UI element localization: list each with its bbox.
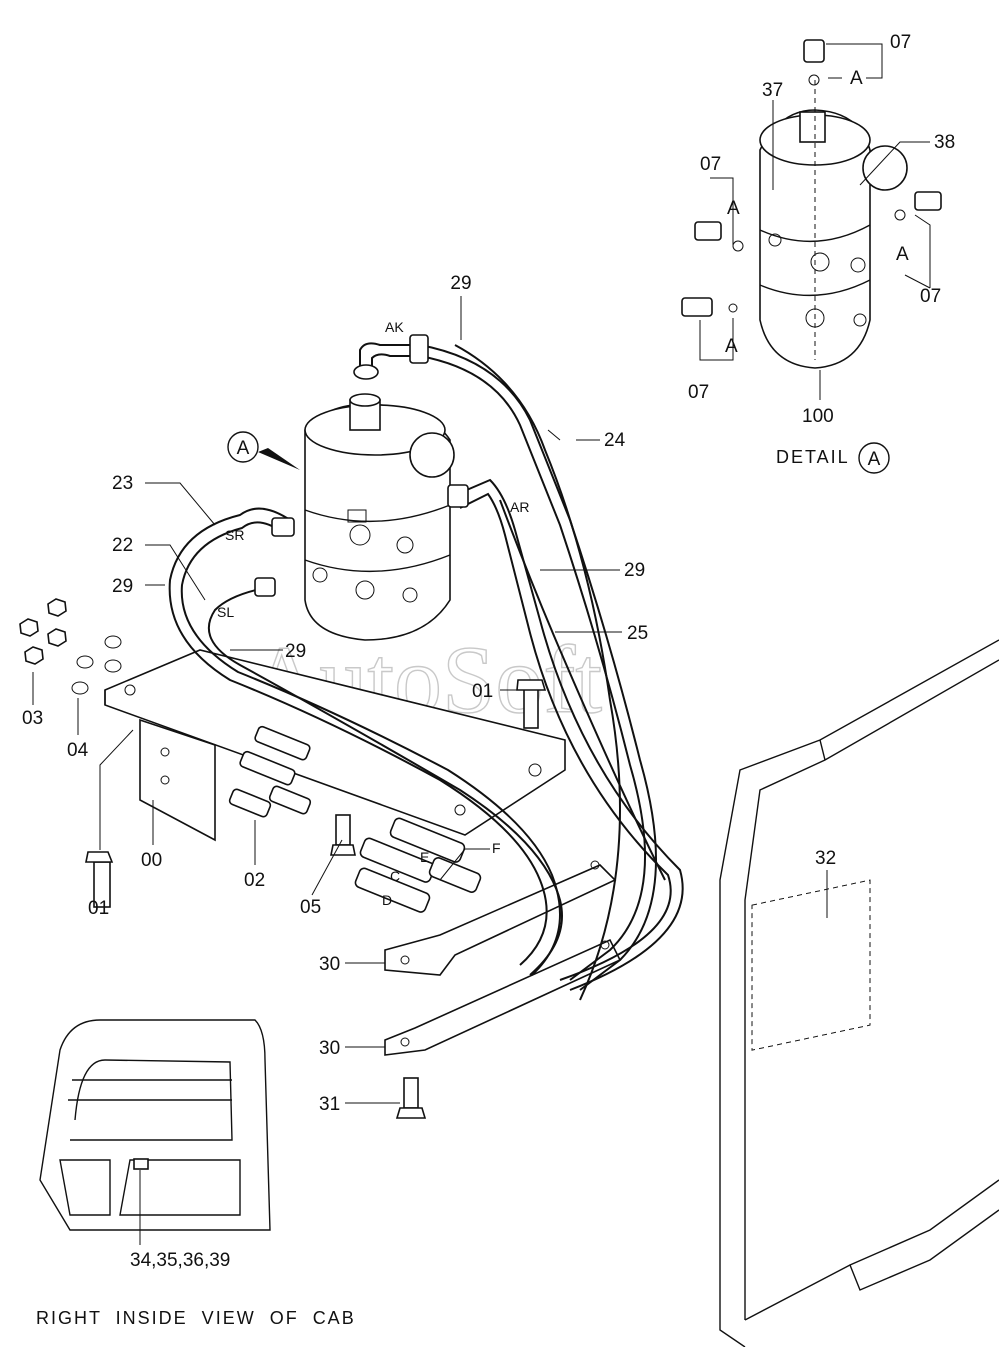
leader-lines: [32, 43, 931, 1245]
callout-22: 22: [112, 535, 133, 556]
callout-03: 03: [22, 708, 43, 729]
port-label-d: D: [382, 892, 392, 908]
detail-marker: A: [237, 438, 250, 459]
hose-23-sr: [168, 507, 561, 976]
fitting-07-top: [803, 39, 825, 86]
hose-22-sl: [207, 577, 563, 976]
detail-arrow: [258, 448, 300, 470]
hose-24: [454, 344, 621, 1001]
port-label-sr: SR: [225, 527, 244, 543]
decal-area: [751, 879, 871, 1051]
callout-29-top: 29: [450, 273, 471, 294]
callout-23: 23: [112, 473, 133, 494]
callout-24: 24: [604, 430, 626, 451]
port-label-a-left: A: [727, 198, 740, 219]
bracket-00: [139, 718, 216, 842]
hose-29-ar: [447, 478, 684, 991]
port-label-sl: SL: [217, 604, 234, 620]
bolt-05: [330, 814, 356, 856]
cab-side-view: [39, 1019, 271, 1231]
port-label-a-top: A: [850, 68, 863, 89]
callout-32: 32: [815, 848, 836, 869]
callout-02: 02: [244, 870, 265, 891]
callout-07-bottom: 07: [688, 382, 709, 403]
callout-37: 37: [762, 80, 783, 101]
fitting-07-right: [894, 191, 942, 221]
callout-00: 00: [141, 850, 162, 871]
callout-30-lower: 30: [319, 1038, 340, 1059]
nuts-03: [19, 598, 67, 665]
callout-05: 05: [300, 897, 321, 918]
swivel-valve-detail: [759, 80, 908, 369]
callout-07-left: 07: [700, 154, 721, 175]
port-label-a-right: A: [896, 244, 909, 265]
callout-04: 04: [67, 740, 89, 761]
callout-07-right: 07: [920, 286, 941, 307]
mounting-plate: [104, 649, 566, 836]
port-label-e: E: [420, 849, 429, 865]
port-label-ar: AR: [510, 499, 529, 515]
callout-38: 38: [934, 132, 955, 153]
bolt-01-left: [85, 851, 114, 908]
port-label-ak: AK: [385, 319, 404, 335]
fitting-07-left: [694, 221, 744, 252]
callout-100: 100: [802, 406, 834, 427]
callout-31: 31: [319, 1094, 340, 1115]
swivel-valve-main: [304, 393, 455, 641]
cab-caption: RIGHT INSIDE VIEW OF CAB: [36, 1308, 356, 1328]
cab-panel-outline: [719, 639, 999, 1348]
port-label-c: C: [390, 868, 400, 884]
washers-04: [71, 635, 122, 695]
callout-29-mid: 29: [285, 641, 306, 662]
quick-couplers: [354, 817, 482, 913]
callout-07-top: 07: [890, 32, 911, 53]
callout-34-39: 34,35,36,39: [130, 1250, 230, 1271]
callout-29-right: 29: [624, 560, 645, 581]
bolt-31: [395, 1077, 427, 1119]
fitting-07-bottom: [681, 297, 738, 317]
port-label-a-bottom: A: [725, 336, 738, 357]
callout-25: 25: [627, 623, 648, 644]
detail-marker-circle: [227, 431, 259, 463]
hose-25: [499, 499, 666, 881]
detail-caption-circle: [858, 442, 890, 474]
bolt-01-mid: [516, 679, 547, 729]
callout-01-mid: 01: [472, 681, 493, 702]
callout-01-left: 01: [88, 898, 109, 919]
detail-caption-marker: A: [868, 449, 881, 470]
callout-29-left: 29: [112, 576, 133, 597]
fittings-02: [228, 725, 312, 818]
callout-30-upper: 30: [319, 954, 340, 975]
hose-29-ak: [353, 334, 657, 991]
detail-caption: DETAIL: [776, 447, 850, 467]
callout-f: F: [492, 840, 501, 856]
